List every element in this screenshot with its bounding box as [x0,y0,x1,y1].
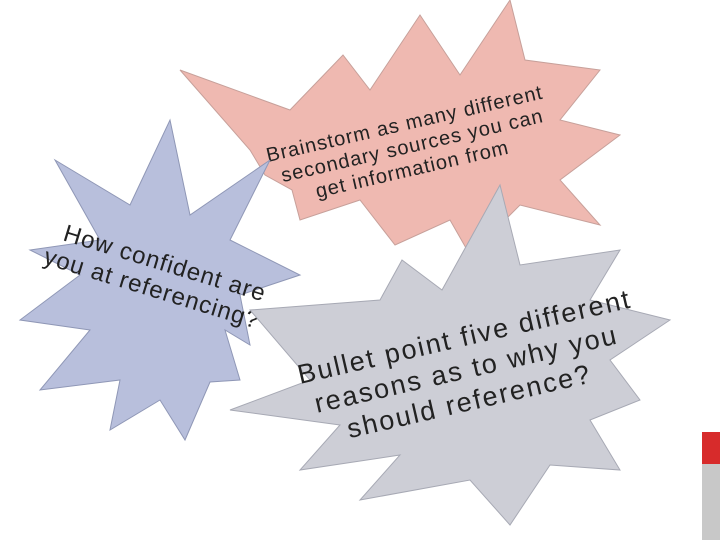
side-bar-accent-red [702,432,720,464]
starburst-top-shape [179,0,622,256]
starburst-top[interactable]: Brainstorm as many different secondary s… [179,0,622,256]
starburst-right[interactable]: Bullet point five different reasons as t… [229,183,672,526]
starburst-left[interactable]: How confident are you at referencing? [18,118,302,442]
side-bar-accent-grey [702,464,720,540]
side-bar-top [702,0,720,432]
starburst-right-shape [229,183,672,526]
starburst-left-shape [18,118,302,442]
